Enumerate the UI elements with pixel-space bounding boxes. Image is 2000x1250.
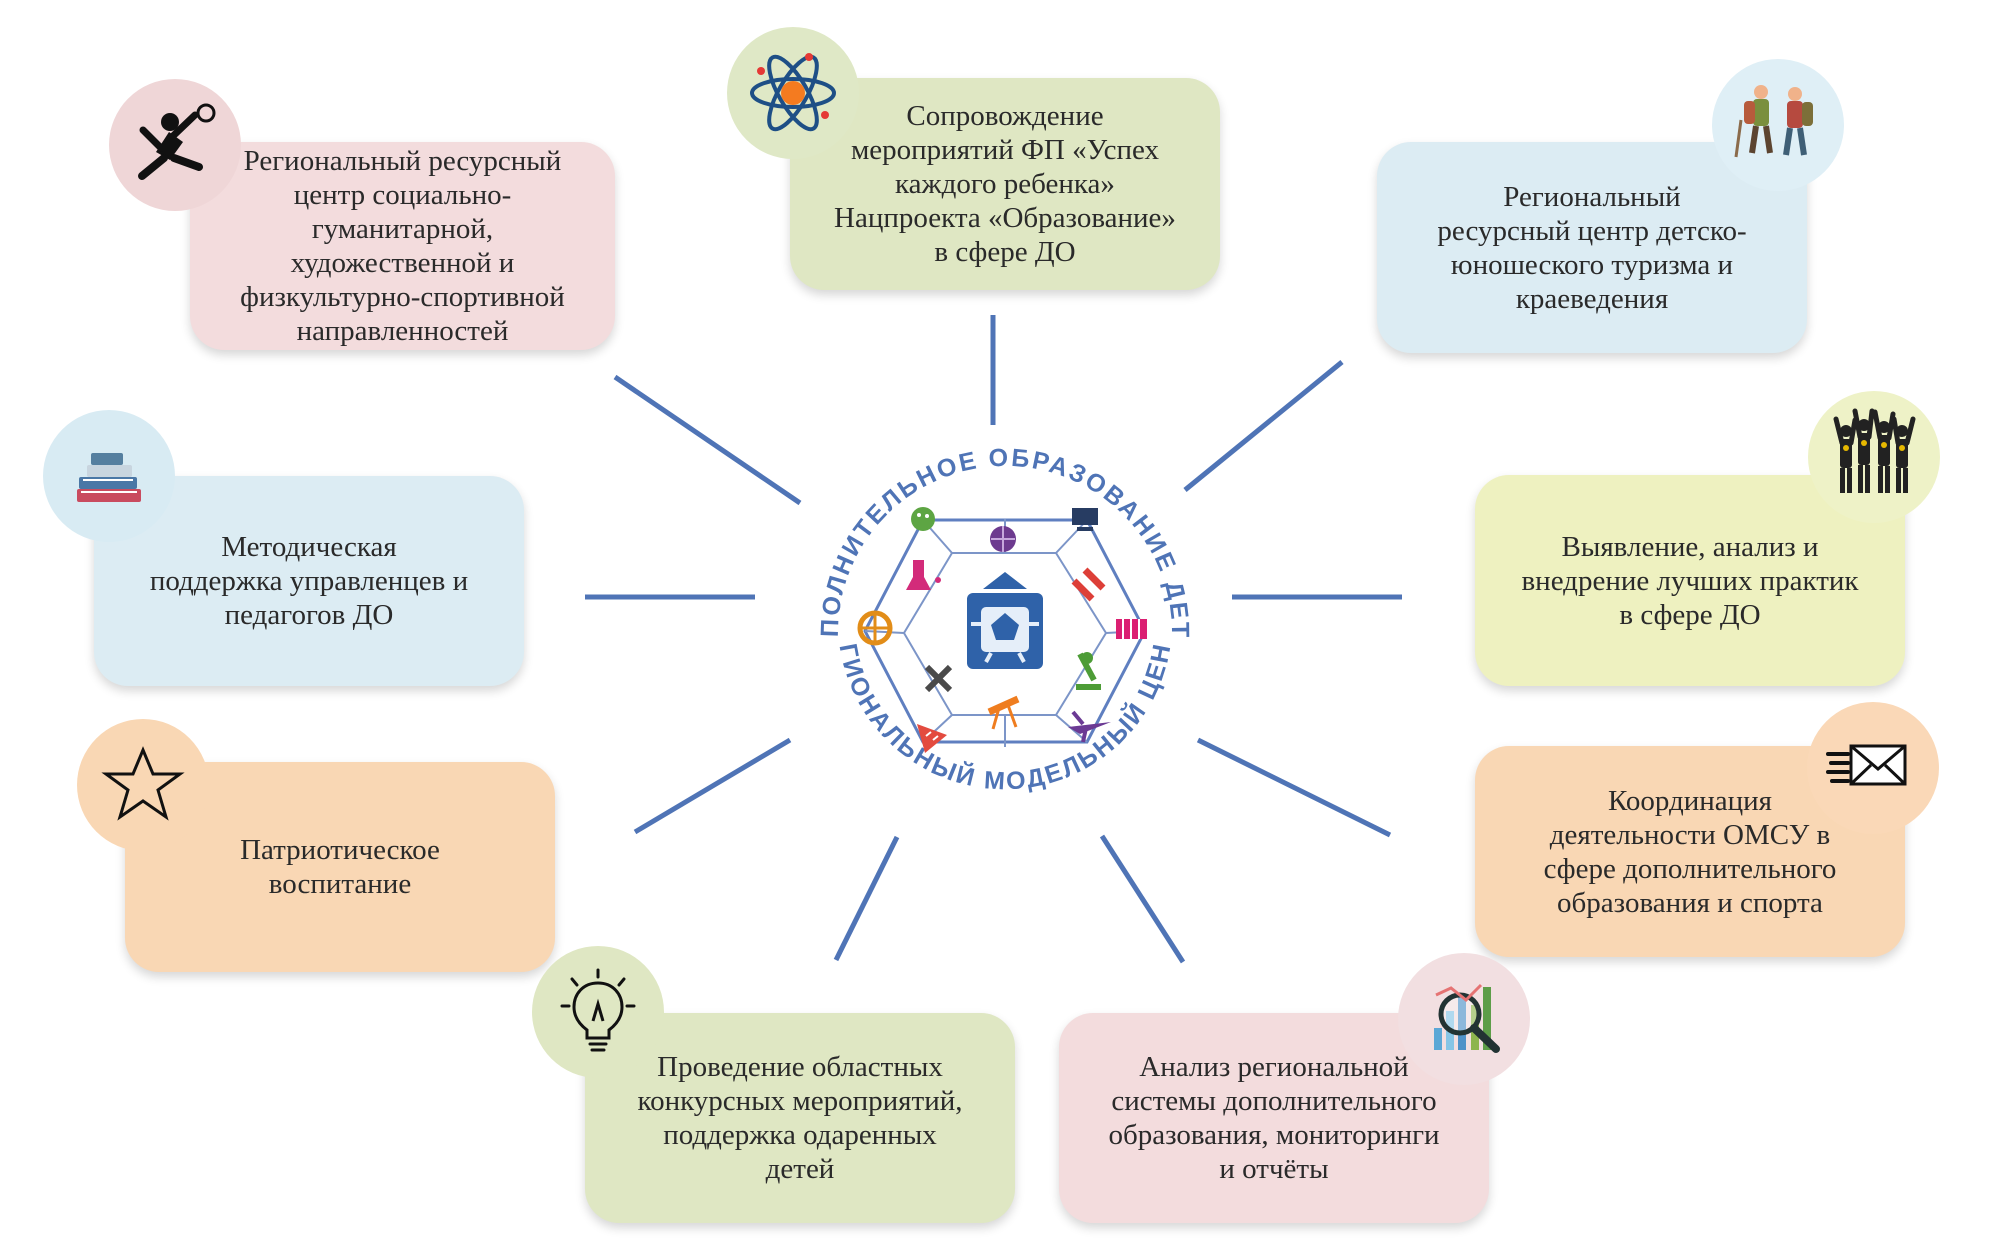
computer-icon <box>1072 508 1098 531</box>
card-social-humanitarian-center: Региональный ресурсный центр социально- … <box>190 142 615 350</box>
connector-bottom-center-left <box>833 835 900 962</box>
volleyball-player-icon <box>109 79 241 211</box>
ball-icon <box>990 526 1016 552</box>
satellite-icon <box>1071 567 1106 602</box>
card-best-practices-text: Выявление, анализ и внедрение лучших пра… <box>1521 530 1859 631</box>
card-tourism-center-text: Региональный ресурсный центр детско- юно… <box>1437 180 1747 315</box>
piano-icon <box>1116 619 1147 639</box>
airplane-icon <box>1068 710 1111 743</box>
card-regional-competitions: Проведение областных конкурсных мероприя… <box>585 1013 1015 1223</box>
tools-icon <box>924 664 953 693</box>
card-best-practices: Выявление, анализ и внедрение лучших пра… <box>1475 475 1905 686</box>
connector-top-left <box>613 374 802 506</box>
card-social-humanitarian-center-text: Региональный ресурсный центр социально- … <box>240 145 565 347</box>
card-success-project-support-text: Сопровождение мероприятий ФП «Успех кажд… <box>834 100 1176 268</box>
card-regional-competitions-text: Проведение областных конкурсных мероприя… <box>637 1051 963 1185</box>
card-tourism-center: Региональный ресурсный центр детско- юно… <box>1377 142 1807 353</box>
card-methodical-support: Методическая поддержка управленцев и пед… <box>94 476 524 686</box>
telescope-icon <box>987 695 1020 730</box>
globe-icon <box>857 610 893 646</box>
atom-icon <box>727 27 859 159</box>
envelope-icon <box>1807 702 1939 834</box>
books-icon <box>43 410 175 542</box>
connector-bottom-center-right <box>1099 834 1186 964</box>
regional-model-center-logo: ДОПОЛНИТЕЛЬНОЕ ОБРАЗОВАНИЕ ДЕТЕЙ РЕГИОНА… <box>794 411 1205 835</box>
connector-bottom-left <box>633 737 792 835</box>
lightbulb-icon <box>532 946 664 1078</box>
microscope-icon <box>1076 652 1101 690</box>
connector-top-right <box>1183 360 1344 492</box>
winners-icon <box>1808 391 1940 523</box>
connector-bottom-right <box>1196 737 1392 838</box>
card-patriotic-education-text: Патриотическое воспитание <box>240 834 440 900</box>
card-omsu-coordination-text: Координация деятельности ОМСУ в сфере до… <box>1543 784 1837 919</box>
ruler-icon <box>917 724 947 753</box>
card-regional-analysis-text: Анализ региональной системы дополнительн… <box>1108 1051 1440 1185</box>
card-methodical-support-text: Методическая поддержка управленцев и пед… <box>149 531 469 631</box>
card-omsu-coordination: Координация деятельности ОМСУ в сфере до… <box>1475 746 1905 957</box>
hikers-icon <box>1712 59 1844 191</box>
palette-icon <box>911 507 935 531</box>
regional-coat-of-arms-icon <box>967 572 1043 669</box>
chemistry-icon <box>906 560 941 590</box>
magnifier-chart-icon <box>1398 953 1530 1085</box>
card-success-project-support: Сопровождение мероприятий ФП «Успех кажд… <box>790 78 1220 290</box>
card-patriotic-education: Патриотическое воспитание <box>125 762 555 972</box>
star-icon <box>77 719 209 851</box>
